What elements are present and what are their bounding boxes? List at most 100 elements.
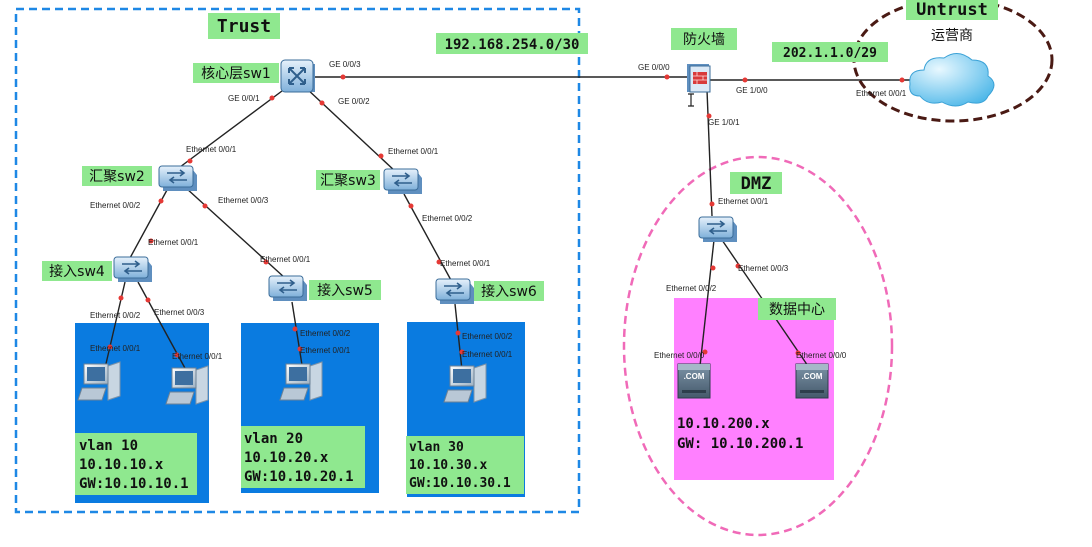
acc6-switch-icon[interactable]	[435, 278, 475, 305]
port-dot	[436, 259, 442, 265]
dmz-gateway: GW: 10.10.200.1	[677, 436, 803, 452]
port-dot	[202, 203, 208, 209]
server-icon	[677, 363, 711, 399]
port-label: Ethernet 0/0/2	[300, 329, 351, 338]
core-switch-icon[interactable]	[280, 59, 316, 93]
link-firewall-dmz-switch	[706, 89, 713, 217]
vlan-info-bg	[241, 426, 365, 488]
pc-icon[interactable]	[165, 365, 209, 405]
datacenter-label-bg	[758, 298, 836, 320]
dmz-subnet: 10.10.200.x	[677, 416, 770, 432]
trust-zone-label: Trust	[217, 16, 271, 37]
port-dot	[292, 326, 298, 332]
agg2-switch-icon[interactable]	[158, 165, 198, 192]
agg2-label: 汇聚sw2	[89, 169, 145, 185]
port-dots	[107, 74, 905, 358]
server-badge: .COM	[684, 372, 705, 381]
subnet-fw-core: 192.168.254.0/30	[445, 37, 580, 53]
port-label: Ethernet 0/0/1	[440, 259, 491, 268]
link-core-agg2	[175, 87, 287, 171]
port-dot	[706, 113, 712, 119]
port-dot	[735, 263, 741, 269]
link-acc6-pc4	[454, 303, 463, 371]
core-switch-label: 核心层sw1	[201, 66, 271, 82]
vlan-info-bg	[406, 436, 524, 494]
port-label: Ethernet 0/0/1	[148, 238, 199, 247]
vlan30-info: vlan 30 10.10.30.x GW:10.10.30.1	[406, 436, 524, 494]
vlan-gateway: GW:10.10.10.1	[79, 476, 189, 492]
port-label: Ethernet 0/0/3	[154, 308, 205, 317]
vlan-gateway: GW:10.10.20.1	[244, 469, 354, 485]
subnet-fw-core-bg	[436, 33, 588, 54]
port-dot	[899, 77, 905, 83]
acc4-switch-icon[interactable]	[113, 256, 153, 283]
port-dot	[263, 259, 269, 265]
port-label: Ethernet 0/0/1	[186, 145, 237, 154]
core-switch-label-bg	[193, 63, 279, 83]
vlan-info-bg	[75, 433, 197, 495]
vlan20-info: vlan 20 10.10.20.x GW:10.10.20.1	[241, 426, 365, 488]
port-dot	[795, 350, 801, 356]
isp-cloud-icon[interactable]	[909, 53, 995, 107]
dmz-zone-label: DMZ	[741, 174, 772, 194]
subnet-fw-isp-bg	[772, 42, 888, 62]
port-label: Ethernet 0/0/1	[718, 197, 769, 206]
firewall-icon[interactable]	[687, 64, 711, 93]
pc-icon[interactable]	[77, 361, 121, 401]
agg3-label: 汇聚sw3	[320, 173, 376, 189]
isp-label: 运营商	[931, 28, 973, 44]
firewall-label: 防火墙	[683, 32, 725, 48]
acc5-label-bg	[309, 280, 381, 300]
port-dot	[118, 295, 124, 301]
port-dot	[742, 77, 748, 83]
vlan-name: vlan 20	[244, 431, 303, 447]
port-dot	[158, 198, 164, 204]
port-dot	[297, 346, 303, 352]
port-dot	[145, 297, 151, 303]
pc-icon[interactable]	[443, 363, 487, 403]
acc5-switch-icon[interactable]	[268, 275, 308, 302]
dmz-zone-label-bg	[730, 172, 782, 194]
dmz-zone-border	[622, 155, 894, 537]
port-dot	[455, 330, 461, 336]
pc-icon[interactable]	[279, 361, 323, 401]
link-agg3-acc6	[403, 193, 453, 283]
port-label: Ethernet 0/0/2	[462, 332, 513, 341]
port-dot	[710, 265, 716, 271]
vlan-gateway: GW:10.10.30.1	[409, 476, 511, 491]
port-label: Ethernet 0/0/2	[666, 284, 717, 293]
port-label: Ethernet 0/0/1	[300, 346, 351, 355]
port-label: GE 0/0/1	[228, 94, 260, 103]
port-label: Ethernet 0/0/1	[260, 255, 311, 264]
server-badge: .COM	[802, 372, 823, 381]
port-label: GE 0/0/3	[329, 60, 361, 69]
untrust-zone-label: Untrust	[916, 0, 988, 20]
port-dot	[702, 349, 708, 355]
link-dmz-switch-srv1	[699, 239, 715, 367]
trust-zone-label-bg	[208, 13, 280, 39]
vlan-name: vlan 10	[79, 438, 138, 454]
acc4-label: 接入sw4	[49, 263, 105, 280]
port-label: Ethernet 0/0/3	[218, 196, 269, 205]
dmz-switch-icon[interactable]	[698, 216, 738, 243]
server-2[interactable]: .COM	[795, 363, 829, 399]
port-label: Ethernet 0/0/1	[462, 350, 513, 359]
port-label: Ethernet 0/0/1	[90, 344, 141, 353]
link-agg2-acc5	[185, 187, 286, 279]
port-label: Ethernet 0/0/1	[388, 147, 439, 156]
port-label: Ethernet 0/0/0	[654, 351, 705, 360]
port-dot	[148, 238, 154, 244]
agg3-switch-icon[interactable]	[383, 168, 423, 195]
server-1[interactable]: .COM	[677, 363, 711, 399]
vlan10-info: vlan 10 10.10.10.x GW:10.10.10.1	[75, 433, 197, 495]
dmz-info: 10.10.200.x GW: 10.10.200.1	[677, 416, 803, 452]
port-dot	[340, 74, 346, 80]
acc4-label-bg	[42, 261, 112, 281]
port-dot	[709, 201, 715, 207]
port-label: Ethernet 0/0/2	[90, 201, 141, 210]
port-dot	[319, 100, 325, 106]
datacenter-label: 数据中心	[769, 302, 825, 318]
vlan-subnet: 10.10.30.x	[409, 458, 487, 473]
port-label: GE 0/0/0	[638, 63, 670, 72]
